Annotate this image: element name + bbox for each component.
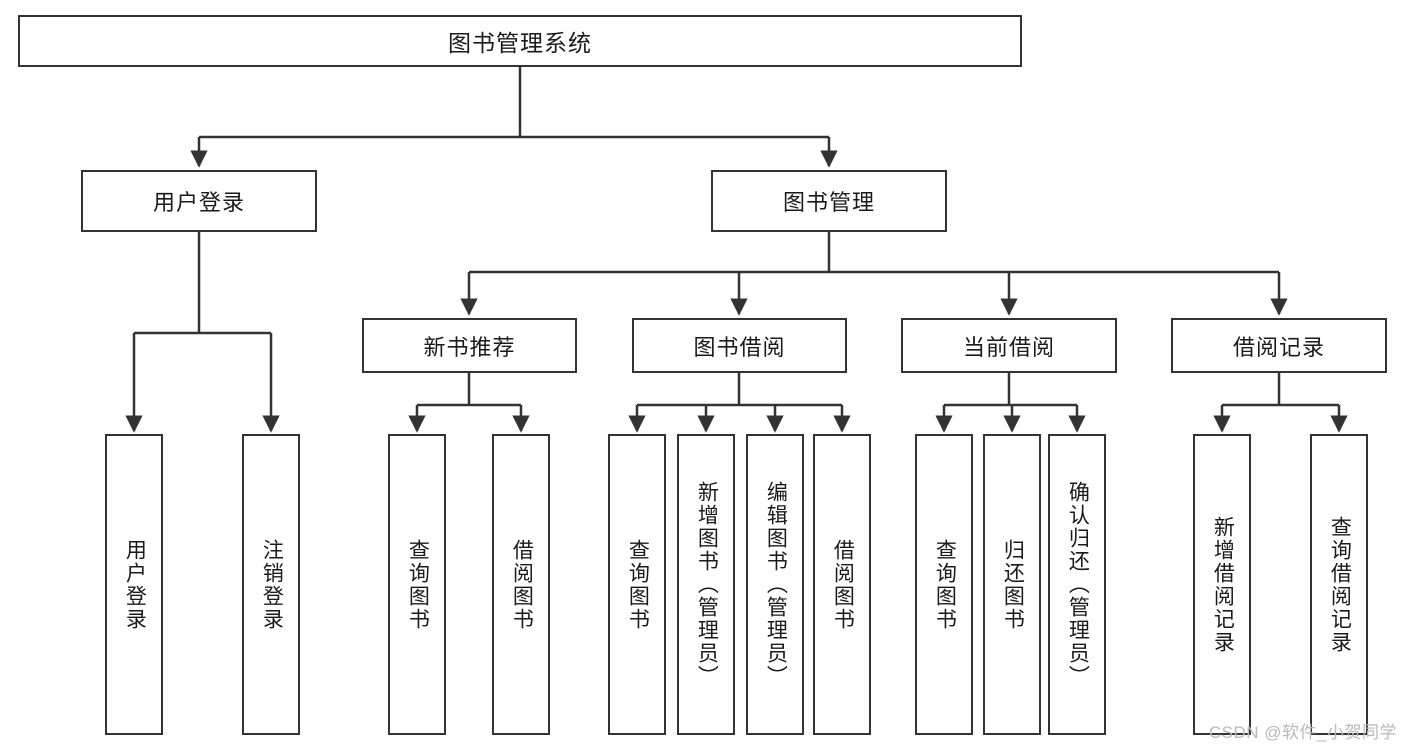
node-new-book-recommend[interactable]: 新书推荐 xyxy=(362,318,577,373)
leaf-user-login-logout[interactable]: 注销登录 xyxy=(242,434,300,735)
node-root-system[interactable]: 图书管理系统 xyxy=(18,15,1022,67)
leaf-user-login-login[interactable]: 用户登录 xyxy=(105,434,163,735)
leaf-borrow-add-book-admin[interactable]: 新增图书（管理员） xyxy=(677,434,735,735)
leaf-new-book-query-book[interactable]: 查询图书 xyxy=(388,434,446,735)
leaf-current-return-book[interactable]: 归还图书 xyxy=(983,434,1041,735)
leaf-record-add-record[interactable]: 新增借阅记录 xyxy=(1193,434,1251,735)
node-book-management[interactable]: 图书管理 xyxy=(711,170,947,232)
leaf-current-query-book[interactable]: 查询图书 xyxy=(915,434,973,735)
leaf-borrow-borrow-book[interactable]: 借阅图书 xyxy=(813,434,871,735)
leaf-record-query-record[interactable]: 查询借阅记录 xyxy=(1310,434,1368,735)
node-current-borrow[interactable]: 当前借阅 xyxy=(901,318,1117,373)
leaf-new-book-borrow-book[interactable]: 借阅图书 xyxy=(492,434,550,735)
node-book-borrow[interactable]: 图书借阅 xyxy=(632,318,847,373)
node-user-login[interactable]: 用户登录 xyxy=(81,170,317,232)
leaf-current-confirm-return-admin[interactable]: 确认归还（管理员） xyxy=(1048,434,1106,735)
node-borrow-record[interactable]: 借阅记录 xyxy=(1171,318,1387,373)
leaf-borrow-query-book[interactable]: 查询图书 xyxy=(608,434,666,735)
leaf-borrow-edit-book-admin[interactable]: 编辑图书（管理员） xyxy=(746,434,804,735)
